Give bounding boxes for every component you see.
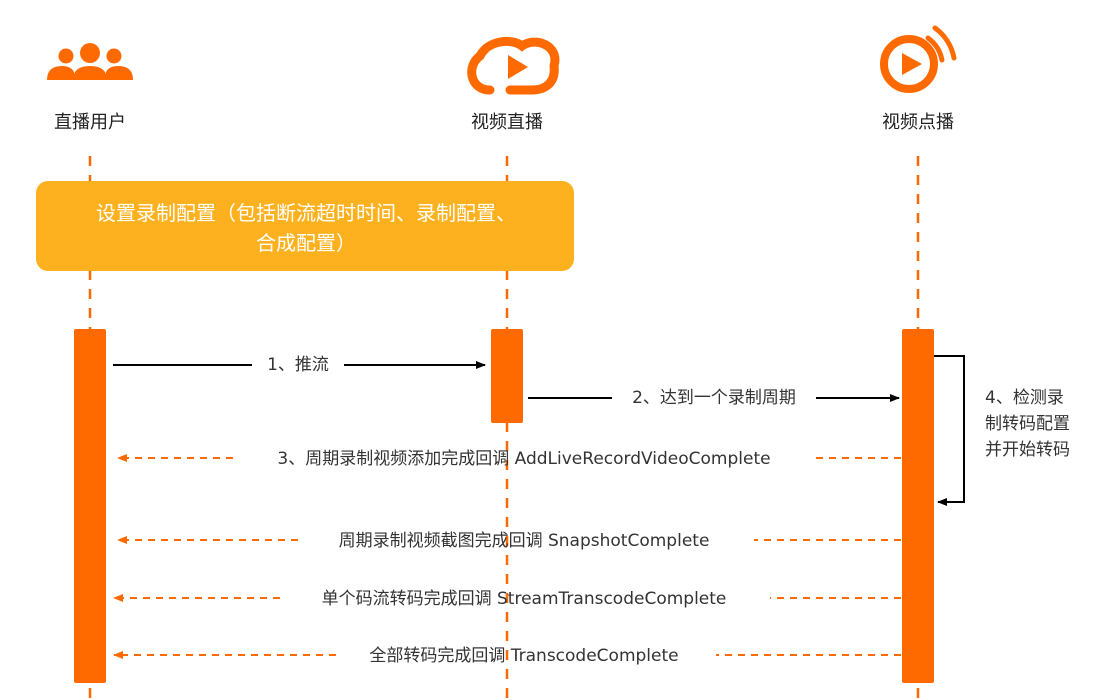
actor-label-live: 视频直播 bbox=[471, 112, 543, 133]
msg-stream-transcode-label: 单个码流转码完成回调 StreamTranscodeComplete bbox=[322, 589, 727, 609]
live-cloud-icon bbox=[467, 36, 560, 95]
self-loop-transcode bbox=[934, 355, 965, 506]
msg-transcode-line3: 并开始转码 bbox=[985, 440, 1070, 460]
activation-live bbox=[491, 329, 523, 423]
activation-user bbox=[74, 329, 106, 683]
msg-transcode-complete-label: 全部转码完成回调 TranscodeComplete bbox=[369, 646, 678, 666]
msg-transcode-line2: 制转码配置 bbox=[985, 414, 1070, 434]
actor-label-user: 直播用户 bbox=[54, 112, 126, 133]
config-note bbox=[36, 181, 574, 271]
msg-transcode-line1: 4、检测录 bbox=[985, 388, 1064, 408]
msg-push-label: 1、推流 bbox=[267, 355, 329, 375]
msg-snapshot-label: 周期录制视频截图完成回调 SnapshotComplete bbox=[339, 531, 710, 551]
msg-record-complete-label: 3、周期录制视频添加完成回调 AddLiveRecordVideoComplet… bbox=[277, 449, 770, 469]
activation-vod bbox=[902, 329, 934, 683]
config-note-line2: 合成配置） bbox=[256, 231, 356, 255]
vod-broadcast-icon bbox=[880, 25, 957, 93]
msg-record-cycle-label: 2、达到一个录制周期 bbox=[632, 388, 796, 408]
users-icon bbox=[47, 43, 133, 80]
actor-label-vod: 视频点播 bbox=[882, 112, 954, 133]
config-note-line1: 设置录制配置（包括断流超时时间、录制配置、 bbox=[96, 201, 516, 225]
